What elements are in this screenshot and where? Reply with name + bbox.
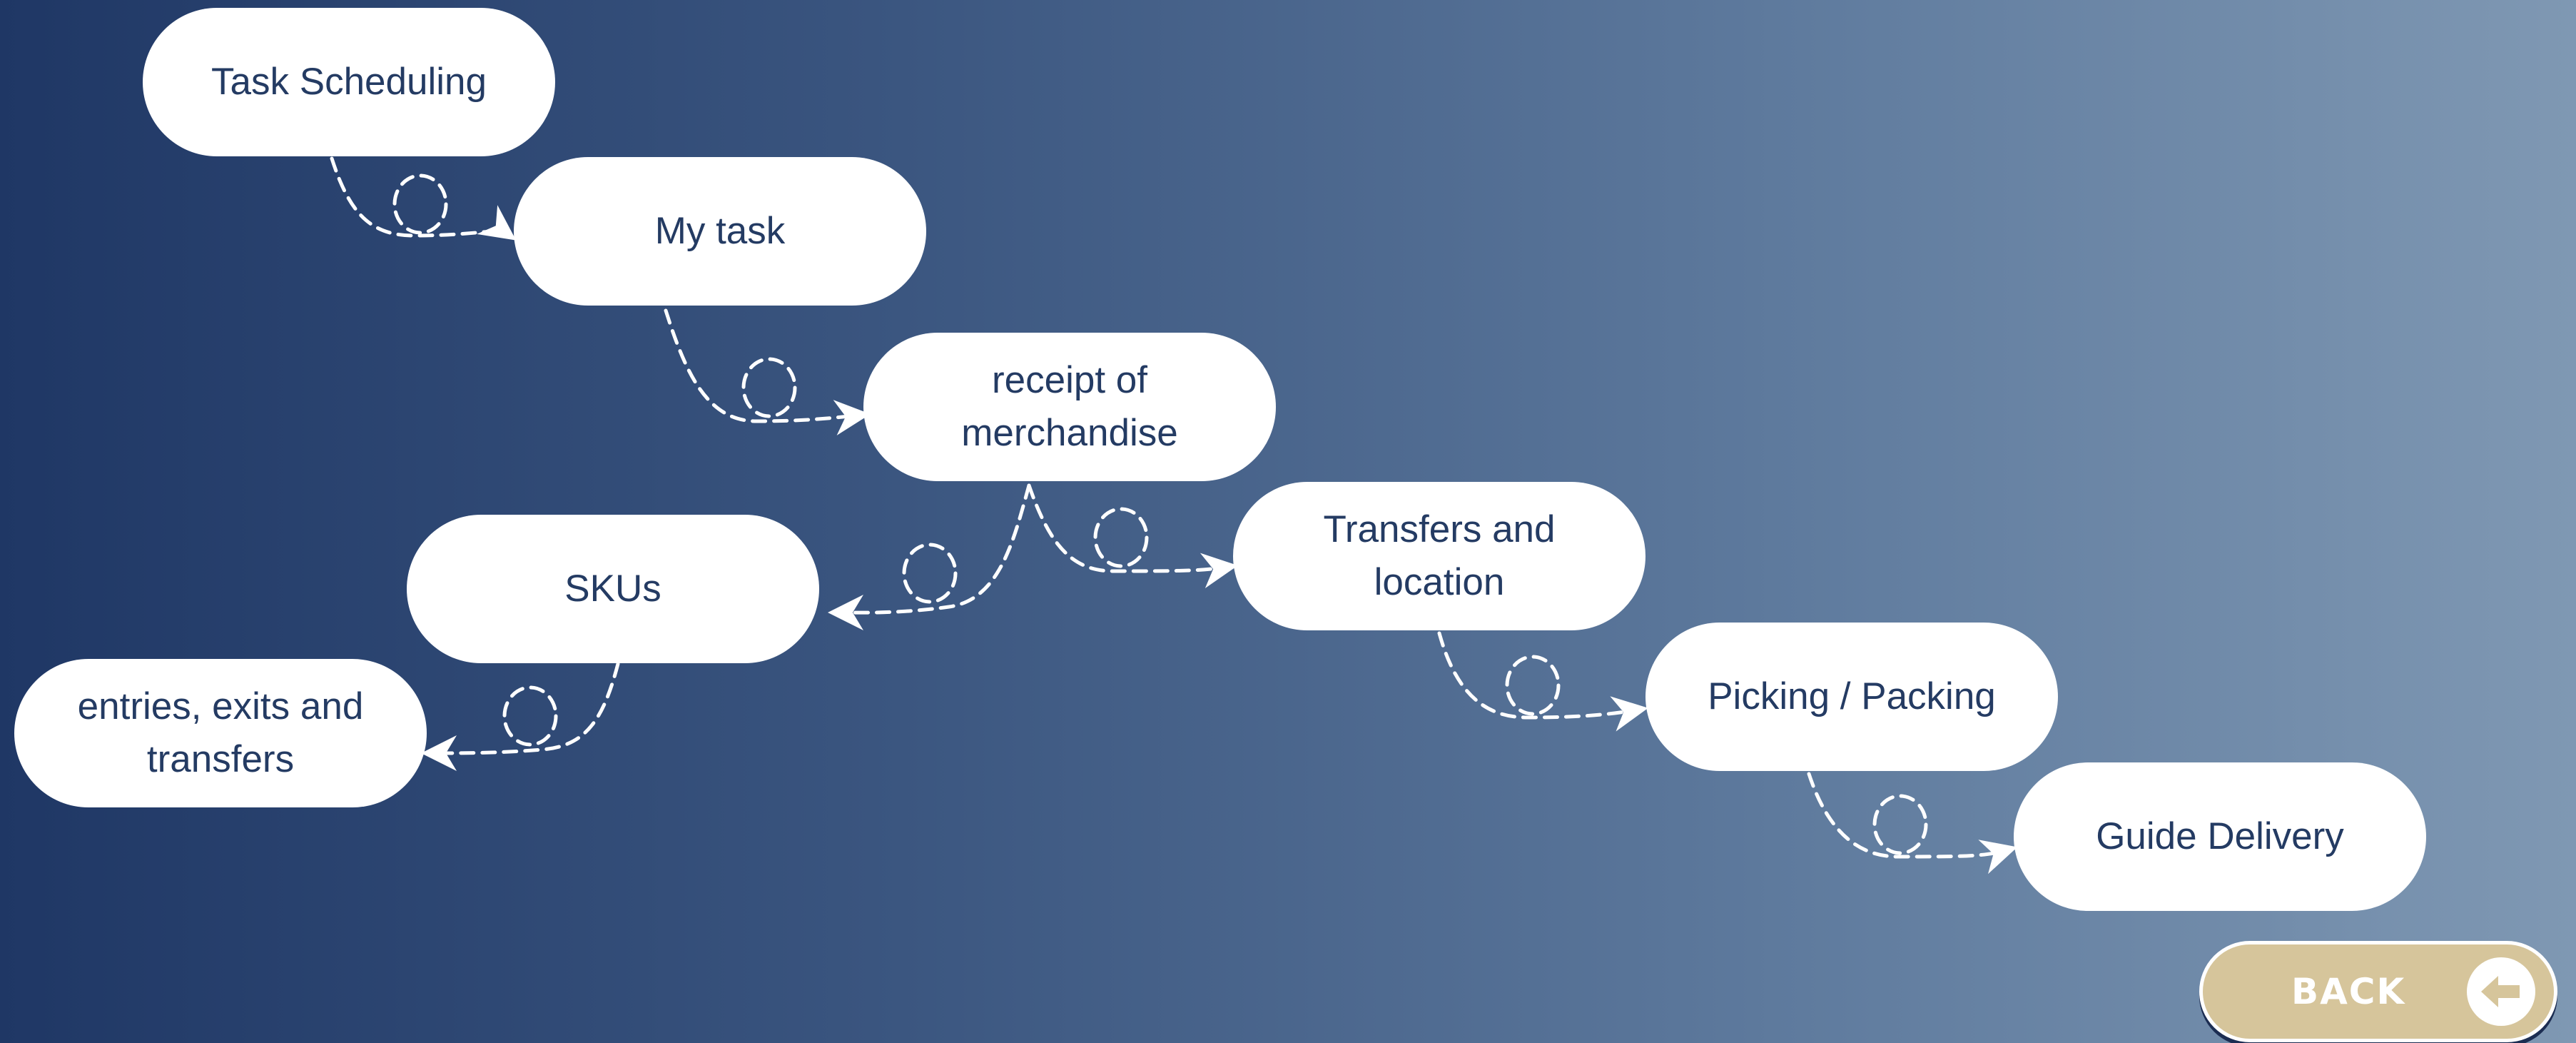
node-skus[interactable]: SKUs: [407, 515, 819, 663]
node-label-line: location: [1374, 561, 1505, 603]
back-button[interactable]: BACK: [2199, 941, 2557, 1042]
connector-loop-7: [502, 685, 558, 747]
connector-receipt-to-skus: [828, 483, 1031, 631]
node-label-line: Picking / Packing: [1708, 675, 1996, 717]
connector-skus-to-entries: [421, 662, 620, 771]
connector-transfers-to-picking: [1437, 631, 1648, 732]
node-label: Guide Delivery: [2096, 810, 2344, 863]
node-entries-exits-transfers[interactable]: entries, exits and transfers: [14, 659, 427, 807]
node-label-line: SKUs: [564, 568, 661, 610]
connector-loop-6: [1872, 794, 1928, 855]
connector-picking-to-guide: [1807, 772, 2018, 875]
node-label-line: Task Scheduling: [211, 61, 487, 103]
connector-loop-3: [1093, 507, 1149, 568]
node-label-line: receipt of: [991, 359, 1147, 401]
connector-loop-4: [902, 543, 958, 604]
node-label-line: entries, exits and: [77, 685, 364, 727]
node-my-task[interactable]: My task: [514, 157, 926, 306]
connector-task-scheduling-to-my-task: [330, 156, 517, 241]
node-label: Transfers and location: [1323, 503, 1555, 609]
node-label: receipt of merchandise: [961, 354, 1177, 460]
node-transfers-and-location[interactable]: Transfers and location: [1233, 482, 1646, 630]
node-label: Picking / Packing: [1708, 670, 1996, 723]
node-label-line: transfers: [146, 738, 295, 780]
connector-my-task-to-receipt: [664, 308, 871, 435]
node-label: Task Scheduling: [211, 56, 487, 109]
node-label-line: My task: [654, 210, 786, 252]
connector-receipt-to-transfers: [1027, 483, 1238, 588]
arrow-left-icon: [2467, 957, 2535, 1026]
connector-loop-1: [392, 173, 448, 235]
node-receipt-of-merchandise[interactable]: receipt of merchandise: [863, 333, 1276, 481]
node-label: My task: [655, 205, 786, 258]
node-task-scheduling[interactable]: Task Scheduling: [143, 8, 555, 156]
node-guide-delivery[interactable]: Guide Delivery: [2014, 762, 2426, 911]
node-label-line: Transfers and: [1323, 508, 1556, 550]
back-button-label: BACK: [2291, 971, 2406, 1012]
node-label: SKUs: [564, 563, 661, 615]
connector-loop-2: [741, 357, 797, 418]
node-label-line: Guide Delivery: [2096, 815, 2344, 857]
connector-loop-5: [1505, 655, 1561, 716]
node-label: entries, exits and transfers: [78, 680, 364, 786]
node-picking-packing[interactable]: Picking / Packing: [1646, 623, 2058, 771]
node-label-line: merchandise: [961, 412, 1178, 454]
